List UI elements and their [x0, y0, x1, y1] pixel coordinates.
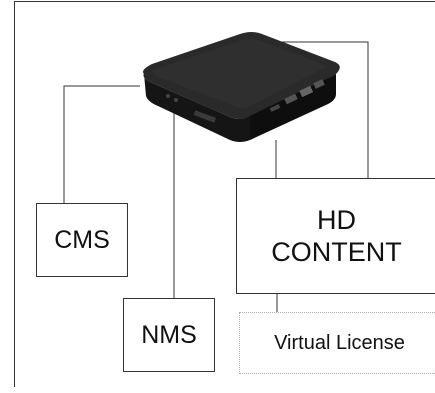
- cms-connector: [63, 85, 140, 203]
- cms-label: CMS: [54, 225, 110, 254]
- cms-box: CMS: [36, 203, 128, 277]
- hd-content-label-line2: CONTENT: [271, 237, 402, 267]
- hd-content-box: HD CONTENT: [236, 178, 435, 294]
- nms-label: NMS: [141, 320, 197, 349]
- media-player-box-icon: [143, 32, 340, 142]
- nms-box: NMS: [123, 298, 215, 372]
- virtual-license-label: Virtual License: [274, 331, 405, 354]
- hd-content-label-line1: HD: [317, 205, 356, 235]
- diagram-frame: [14, 1, 435, 387]
- virtual-license-box: Virtual License: [239, 312, 435, 374]
